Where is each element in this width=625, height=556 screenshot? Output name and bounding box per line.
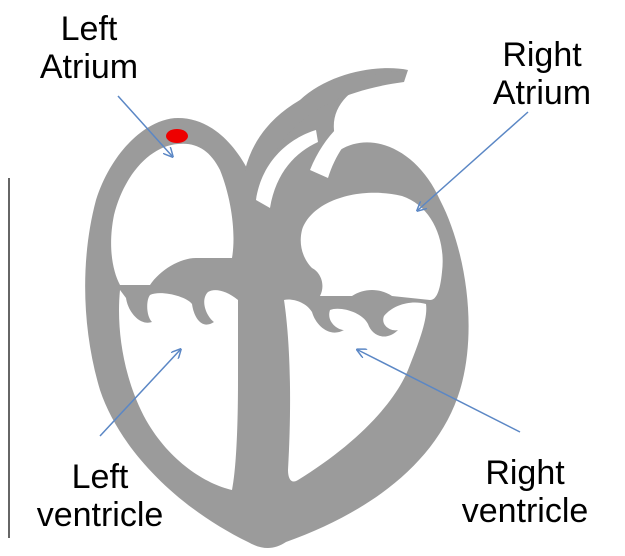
right-atrium-pointer-arrow	[418, 112, 528, 210]
right-atrium-label: Right Atrium	[462, 36, 622, 112]
sa-node-marker	[166, 129, 188, 143]
left-ventricle-label-line-1: Left	[0, 458, 200, 496]
left-atrium-label: Left Atrium	[14, 10, 164, 86]
left-ventricle-label: Left ventricle	[0, 458, 200, 534]
right-ventricle-label: Right ventricle	[425, 454, 625, 530]
left-atrium-label-line-2: Atrium	[14, 48, 164, 86]
left-atrium-label-line-1: Left	[14, 10, 164, 48]
right-ventricle-label-line-1: Right	[425, 454, 625, 492]
left-ventricle-label-line-2: ventricle	[0, 496, 200, 534]
right-atrium-label-line-1: Right	[462, 36, 622, 74]
right-ventricle-label-line-2: ventricle	[425, 492, 625, 530]
right-atrium-label-line-2: Atrium	[462, 74, 622, 112]
